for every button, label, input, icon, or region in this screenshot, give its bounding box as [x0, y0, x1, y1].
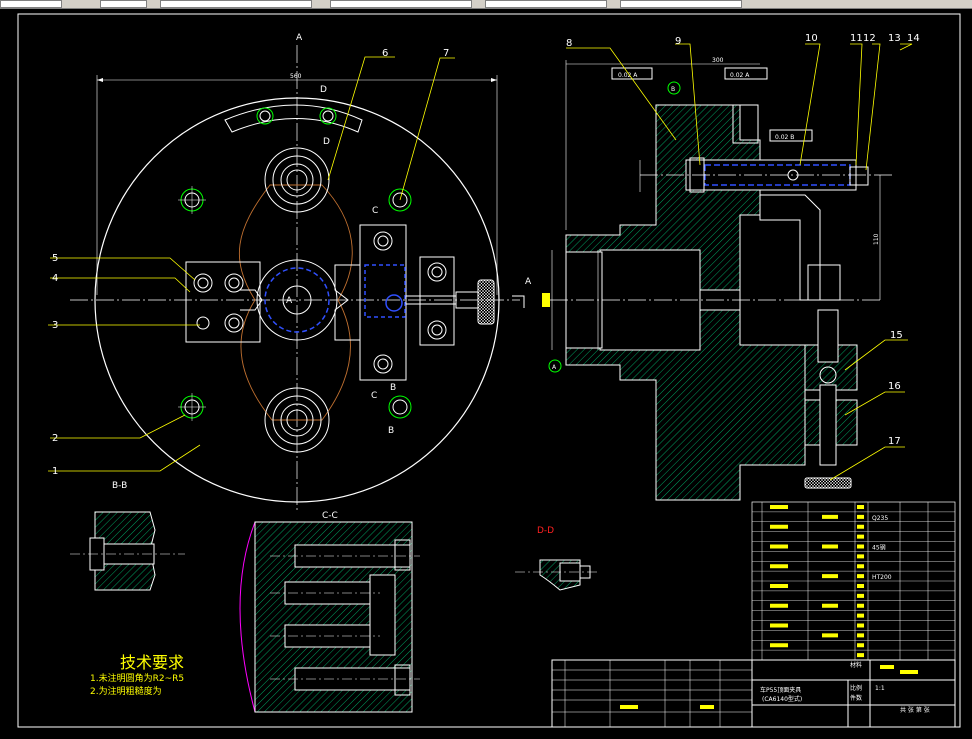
dim-width-label: 560: [290, 73, 302, 80]
callout-8: 8: [566, 38, 572, 49]
bom-material-2: 45钢: [872, 543, 886, 551]
color-dropdown[interactable]: [100, 0, 147, 8]
notes-line-1: 1.未注明圆角为R2~R5: [90, 672, 184, 684]
callout-5: 5: [52, 253, 58, 264]
callout-7: 7: [443, 48, 449, 59]
cad-drawing-canvas[interactable]: 560 A D D A: [0, 8, 972, 739]
dim-height-label: 110: [873, 233, 880, 245]
section-view-DD: D-D: [515, 526, 600, 591]
part-name: 车P55顶面夹具: [760, 686, 801, 694]
section-view-A: 300 110 0.02 A 0.02 A 0.02 B B A: [542, 57, 895, 501]
v-block: [334, 264, 361, 341]
callout-numbers-left: 1 2 3 4 5 6 7: [52, 48, 449, 477]
datum-B: B: [671, 86, 675, 93]
svg-text:0.02 A: 0.02 A: [618, 72, 638, 79]
svg-text:0.02 A: 0.02 A: [730, 72, 750, 79]
bom-material-1: Q235: [872, 515, 888, 522]
title-block: 车P55顶面夹具 (CA6140型式) 比例 1:1 件数 材料 共 张 第 张: [551, 659, 956, 728]
callout-13: 13: [888, 33, 901, 44]
callout-3: 3: [52, 320, 58, 331]
count-label: 件数: [850, 694, 862, 702]
callout-10: 10: [805, 33, 818, 44]
mounting-holes: [178, 186, 412, 421]
callout-leaders-left: [48, 56, 455, 472]
center-pin-hidden: [264, 267, 330, 333]
notes-title: 技术要求: [120, 653, 184, 672]
technical-notes: 技术要求 1.未注明圆角为R2~R5 2.为注明粗糙度为: [90, 653, 184, 697]
callout-leaders-right: [566, 43, 913, 481]
notes-line-2: 2.为注明粗糙度为: [90, 685, 162, 697]
break-line: [239, 521, 256, 713]
lower-knob[interactable]: [804, 477, 852, 489]
style-dropdown[interactable]: [620, 0, 742, 8]
callout-4: 4: [52, 273, 58, 284]
material-label: 材料: [850, 661, 862, 669]
center-label-A: A: [286, 296, 293, 306]
ratio-value: 1:1: [875, 685, 885, 692]
section-mark-D-bottom: D: [323, 137, 330, 147]
section-mark-D-top: D: [320, 85, 327, 95]
knurled-knob[interactable]: [477, 279, 495, 325]
view-label-A-top: A: [296, 33, 303, 43]
sliding-clamp: [359, 224, 407, 381]
tolerance-frame-3: [769, 129, 813, 142]
part-model: (CA6140型式): [762, 695, 802, 703]
section-mark-C-top: C: [372, 206, 378, 216]
callout-16: 16: [888, 381, 901, 392]
slot-hole-right: [319, 107, 337, 125]
curved-slot: [224, 104, 363, 133]
callout-12: 12: [863, 33, 876, 44]
ratio-label: 比例: [850, 684, 862, 692]
clamp-post: [817, 309, 839, 363]
callout-17: 17: [888, 436, 901, 447]
section-DD-title: D-D: [537, 526, 554, 536]
callout-15: 15: [890, 330, 903, 341]
left-support-block: [185, 261, 261, 343]
section-mark-B-top: B: [390, 383, 396, 393]
callout-11: 11: [850, 33, 863, 44]
section-mark-C-bottom: C: [371, 391, 377, 401]
bom-material-3: HT200: [872, 574, 892, 581]
plotstyle-dropdown[interactable]: [485, 0, 607, 8]
workpiece-connecting-rod: [238, 184, 353, 421]
callout-9: 9: [675, 36, 681, 47]
svg-text:0.02 B: 0.02 B: [775, 134, 794, 141]
top-boss: [264, 147, 330, 213]
tolerance-frame-2: [724, 67, 768, 80]
lineweight-dropdown[interactable]: [330, 0, 472, 8]
section-view-CC: C-C: [239, 511, 420, 713]
callout-6: 6: [382, 48, 388, 59]
toolbar: [0, 0, 972, 9]
callout-numbers-right: 8 9 10 11 12 13 14 15 16 17: [566, 33, 920, 447]
callout-1: 1: [52, 466, 58, 477]
drawing-frame: [17, 13, 961, 728]
guide-plate: [419, 256, 455, 346]
sheet-label: 共 张 第 张: [900, 706, 930, 714]
callout-2: 2: [52, 433, 58, 444]
section-mark-B-bottom: B: [388, 426, 394, 436]
center-pin-outer: [256, 259, 338, 341]
bottom-boss: [264, 387, 330, 453]
section-mark-A-right: A: [525, 277, 532, 287]
layer-dropdown[interactable]: [0, 0, 62, 8]
linetype-dropdown[interactable]: [160, 0, 312, 8]
datum-A: A: [552, 364, 557, 371]
plan-view: 560 A D D A: [70, 33, 532, 510]
section-view-BB: B-B: [70, 481, 185, 591]
slot-hole-left: [256, 107, 274, 125]
section-CC-title: C-C: [322, 511, 338, 521]
bill-of-materials: Q235 45钢 HT200: [751, 501, 956, 661]
callout-14: 14: [907, 33, 920, 44]
section-BB-title: B-B: [112, 481, 127, 491]
dim-right-label: 300: [712, 57, 724, 64]
